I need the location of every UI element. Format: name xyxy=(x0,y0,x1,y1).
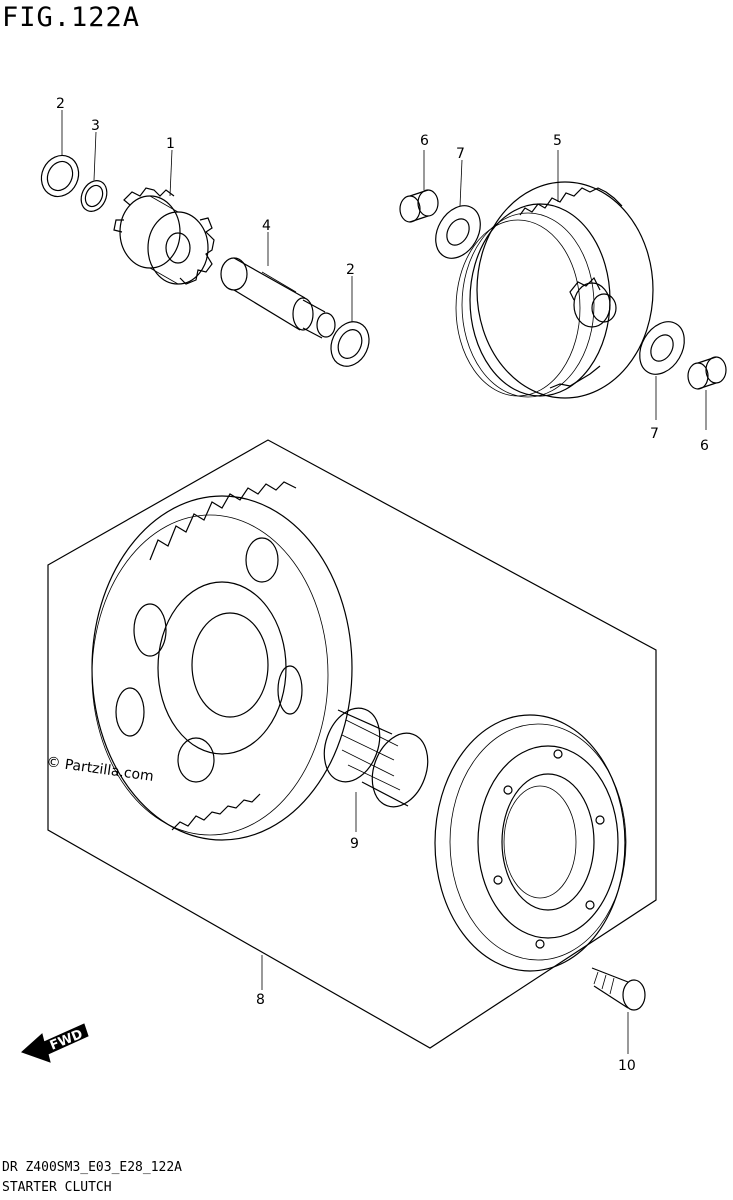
watermark-text: © Partzilla.com xyxy=(45,754,154,785)
leader-line xyxy=(169,149,173,197)
part-1-idle-gear[interactable] xyxy=(113,187,215,285)
figure-model-code: DR Z400SM3_E03_E28_122A xyxy=(2,1160,183,1175)
forward-direction-arrow: FWD xyxy=(21,1023,89,1063)
callout-3: 3 xyxy=(91,118,100,134)
part-3-circlip[interactable] xyxy=(76,176,111,215)
figure-name: STARTER CLUTCH xyxy=(2,1180,112,1195)
callout-7: 7 xyxy=(456,146,465,162)
part-2-washer[interactable] xyxy=(324,316,376,373)
callout-2: 2 xyxy=(56,96,65,112)
part-2-washer[interactable] xyxy=(35,149,85,202)
callout-1: 1 xyxy=(166,136,175,152)
figure-title: FIG.122A xyxy=(2,2,141,33)
callout-2: 2 xyxy=(346,262,355,278)
part-7-thrust-washer[interactable] xyxy=(631,314,694,382)
callout-5: 5 xyxy=(553,133,562,149)
callout-6: 6 xyxy=(700,438,709,454)
part-5-starter-driven-gear[interactable] xyxy=(455,181,654,399)
leader-line xyxy=(93,131,97,181)
part-6-bushing[interactable] xyxy=(399,189,439,223)
callout-4: 4 xyxy=(262,218,271,234)
part-6-bushing[interactable] xyxy=(687,356,727,390)
fwd-label: FWD xyxy=(48,1027,85,1054)
part-9-needle-bearing[interactable] xyxy=(315,700,438,814)
callout-8: 8 xyxy=(256,992,265,1008)
part-10-bolt[interactable] xyxy=(591,967,646,1011)
part-4-shaft[interactable] xyxy=(220,257,336,339)
one-way-clutch-housing[interactable] xyxy=(434,714,627,972)
callout-6: 6 xyxy=(420,133,429,149)
callout-9: 9 xyxy=(350,836,359,852)
part-8-starter-clutch-gear[interactable] xyxy=(91,481,353,841)
callout-7: 7 xyxy=(650,426,659,442)
leader-line xyxy=(459,159,463,207)
assembly-group-outline xyxy=(47,439,657,1049)
part-7-thrust-washer[interactable] xyxy=(427,198,490,266)
callout-10: 10 xyxy=(618,1058,636,1074)
